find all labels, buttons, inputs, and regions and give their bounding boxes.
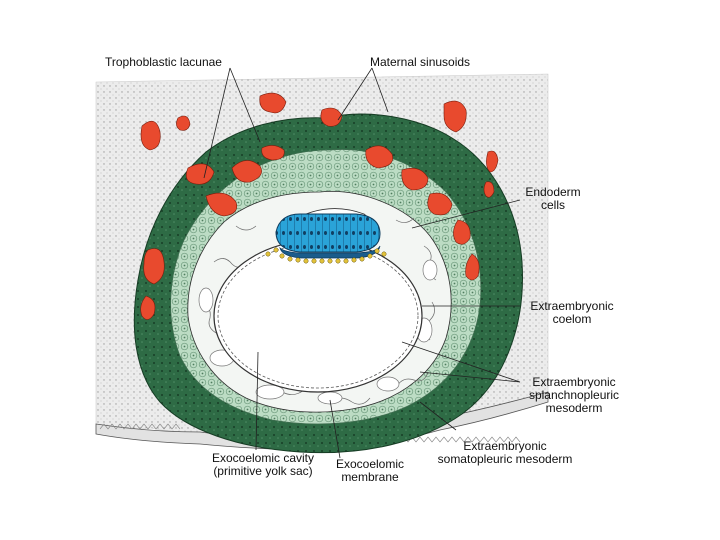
epiblast — [276, 214, 380, 252]
label-maternal-sinusoids: Maternal sinusoids — [370, 56, 470, 69]
label-endoderm-line-2: cells — [522, 199, 584, 212]
label-membrane-line-2: membrane — [330, 471, 410, 484]
label-splanchno-line-3: mesoderm — [518, 402, 630, 415]
label-exocoelomic-cavity: Exocoelomic cavity (primitive yolk sac) — [198, 452, 328, 478]
label-somatopleuric-mesoderm: Extraembryonic somatopleuric mesoderm — [428, 440, 582, 466]
label-endoderm-cells: Endoderm cells — [522, 186, 584, 212]
label-extraembryonic-coelom: Extraembryonic coelom — [520, 300, 624, 326]
exocoelomic-cavity — [214, 240, 422, 392]
label-trophoblastic-lacunae: Trophoblastic lacunae — [105, 56, 222, 69]
label-splanchnopleuric-mesoderm: Extraembryonic splanchnopleuric mesoderm — [518, 376, 630, 415]
label-cavity-line-2: (primitive yolk sac) — [198, 465, 328, 478]
label-exocoelomic-membrane: Exocoelomic membrane — [330, 458, 410, 484]
label-coelom-line-2: coelom — [520, 313, 624, 326]
label-somato-line-2: somatopleuric mesoderm — [428, 453, 582, 466]
